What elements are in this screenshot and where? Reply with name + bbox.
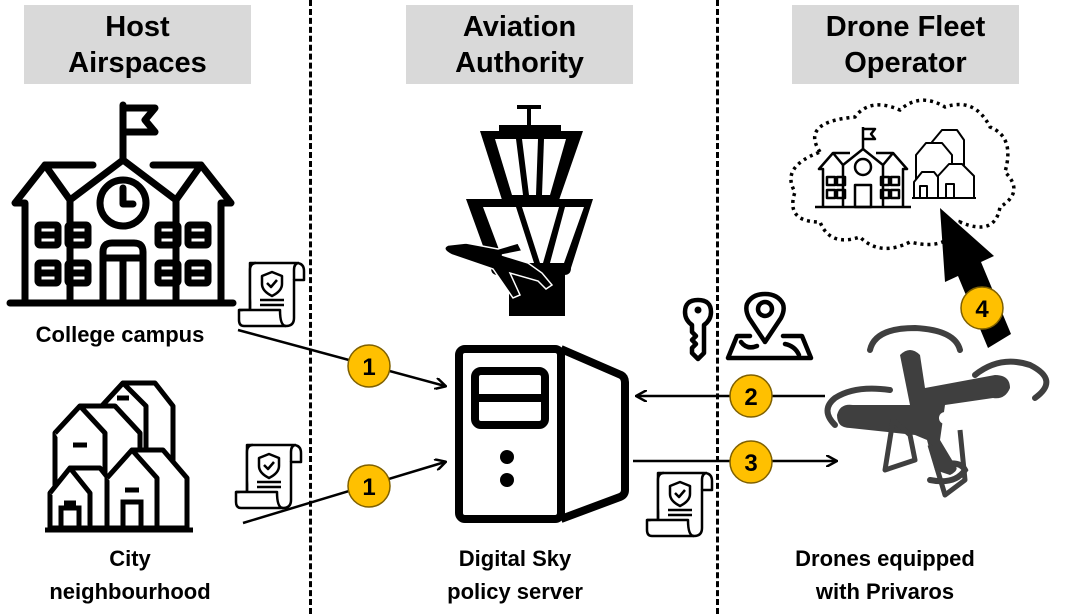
label-city-line2: neighbourhood <box>49 579 211 604</box>
policy-scroll-icon-college <box>237 261 306 328</box>
header-host-line2: Airspaces <box>68 46 207 79</box>
small-school-building-icon <box>815 127 911 209</box>
svg-text:1: 1 <box>362 474 375 501</box>
header-aviation-authority: Aviation Authority <box>406 5 633 84</box>
label-college-campus: College campus <box>35 322 205 347</box>
policy-scroll-icon-city <box>234 443 303 510</box>
label-drones-line2: with Privaros <box>815 579 955 604</box>
label-digital-sky-server: Digital Sky policy server <box>400 542 630 608</box>
header-operator-line1: Drone Fleet <box>825 10 986 43</box>
step-badge-3: 3 <box>729 440 773 484</box>
policy-scroll-icon-server <box>645 471 714 538</box>
label-city-neighbourhood: City neighbourhood <box>15 542 245 608</box>
header-host-line1: Host <box>105 10 170 43</box>
label-city-line1: City <box>109 546 151 571</box>
control-tower-icon <box>444 105 593 316</box>
header-operator-line2: Operator <box>844 46 967 79</box>
label-server-line1: Digital Sky <box>458 546 572 571</box>
map-pin-icon <box>725 291 814 361</box>
svg-text:1: 1 <box>362 354 375 381</box>
label-drones-line1: Drones equipped <box>795 546 975 571</box>
divider-left <box>309 0 312 614</box>
school-building-icon <box>6 101 237 307</box>
houses-icon <box>45 380 193 533</box>
server-icon <box>455 345 629 523</box>
key-icon <box>682 297 714 362</box>
arrow-city-to-server <box>242 462 445 525</box>
header-authority-line2: Authority <box>455 46 584 79</box>
step-badge-2: 2 <box>729 374 773 418</box>
svg-text:2: 2 <box>744 384 757 411</box>
header-host-airspaces: Host Airspaces <box>24 5 251 84</box>
step-badge-4: 4 <box>960 286 1004 330</box>
step-badge-1-city: 1 <box>347 464 391 508</box>
svg-text:4: 4 <box>975 296 989 323</box>
label-drones-privaros: Drones equipped with Privaros <box>760 542 1010 608</box>
header-authority-line1: Aviation <box>462 10 577 43</box>
label-server-line2: policy server <box>447 579 583 604</box>
cloud-icon <box>789 98 1016 251</box>
svg-text:3: 3 <box>744 450 757 477</box>
divider-right <box>716 0 719 614</box>
header-drone-fleet-operator: Drone Fleet Operator <box>792 5 1019 84</box>
drone-icon <box>824 324 1050 498</box>
arrow-college-to-server <box>237 328 445 386</box>
small-houses-icon <box>912 129 976 199</box>
step-badge-1-college: 1 <box>347 344 391 388</box>
